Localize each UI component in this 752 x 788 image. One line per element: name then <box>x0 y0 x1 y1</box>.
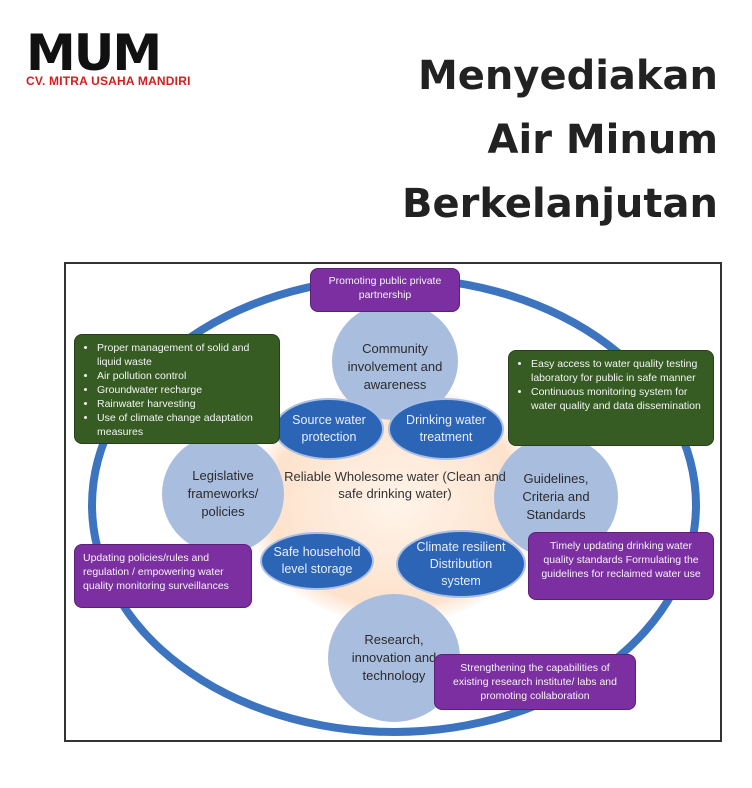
title-line-3: Berkelanjutan <box>402 181 718 227</box>
box-standards-text: Timely updating drinking water quality s… <box>541 540 701 580</box>
lab-item: Continuous monitoring system for water q… <box>531 385 705 413</box>
node-climate-distribution: Climate resilient Distribution system <box>396 530 526 598</box>
box-waste-management: Proper management of solid and liquid wa… <box>74 334 280 444</box>
box-standards: Timely updating drinking water quality s… <box>528 532 714 600</box>
box-policies-text: Updating policies/rules and regulation /… <box>83 552 229 592</box>
waste-item: Proper management of solid and liquid wa… <box>97 341 271 369</box>
waste-item: Use of climate change adaptation measure… <box>97 411 271 439</box>
logo-company-name: CV. MITRA USAHA MANDIRI <box>26 74 191 88</box>
node-guidelines: Guidelines, Criteria and Standards <box>494 436 618 558</box>
waste-item: Air pollution control <box>97 369 271 383</box>
title-line-1: Menyediakan <box>417 53 718 99</box>
company-logo: MUM CV. MITRA USAHA MANDIRI <box>26 24 206 90</box>
logo-wordmark: MUM <box>26 24 162 82</box>
box-research-text: Strengthening the capabilities of existi… <box>452 662 617 702</box>
center-label: Reliable Wholesome water (Clean and safe… <box>284 469 506 501</box>
diagram-frame: Community involvement and awareness Legi… <box>64 262 722 742</box>
node-household-storage: Safe household level storage <box>260 532 374 590</box>
box-policies: Updating policies/rules and regulation /… <box>74 544 252 608</box>
node-drinking-water: Drinking water treatment <box>388 398 504 460</box>
node-legislative: Legislative frameworks/ policies <box>162 434 284 554</box>
box-partnership: Promoting public private partnership <box>310 268 460 312</box>
page-title: Menyediakan Air Minum Berkelanjutan <box>402 44 718 236</box>
waste-item: Rainwater harvesting <box>97 397 271 411</box>
lab-item: Easy access to water quality testing lab… <box>531 357 705 385</box>
box-lab-access: Easy access to water quality testing lab… <box>508 350 714 446</box>
box-partnership-text: Promoting public private partnership <box>328 275 442 301</box>
node-source-water: Source water protection <box>274 398 384 460</box>
box-research-institute: Strengthening the capabilities of existi… <box>434 654 636 710</box>
title-line-2: Air Minum <box>487 117 718 163</box>
waste-item: Groundwater recharge <box>97 383 271 397</box>
